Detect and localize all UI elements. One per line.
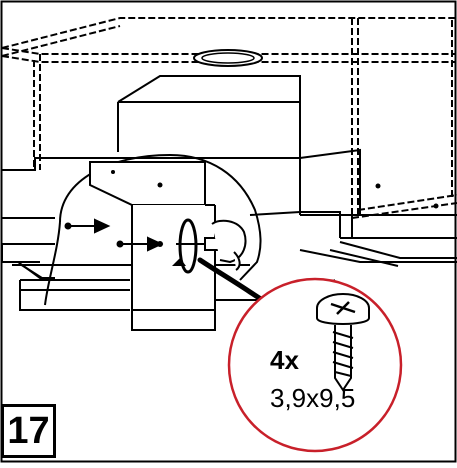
screwdriver <box>176 219 247 271</box>
upper-cabinet <box>1 17 457 219</box>
power-cable <box>197 257 273 308</box>
step-number-box: 17 <box>1 404 56 458</box>
screw-arrow-lower <box>116 236 164 252</box>
hood-body <box>2 75 457 239</box>
screw-callout-circle <box>227 277 403 453</box>
screw-arrow-upper <box>64 218 111 234</box>
slide-rail <box>1 241 457 279</box>
screw-icon <box>316 293 370 392</box>
screw-size: 3,9x9,5 <box>270 383 356 413</box>
rotation-arrow <box>178 218 198 274</box>
step-number: 17 <box>7 410 50 452</box>
screw-quantity: 4x <box>270 345 299 375</box>
